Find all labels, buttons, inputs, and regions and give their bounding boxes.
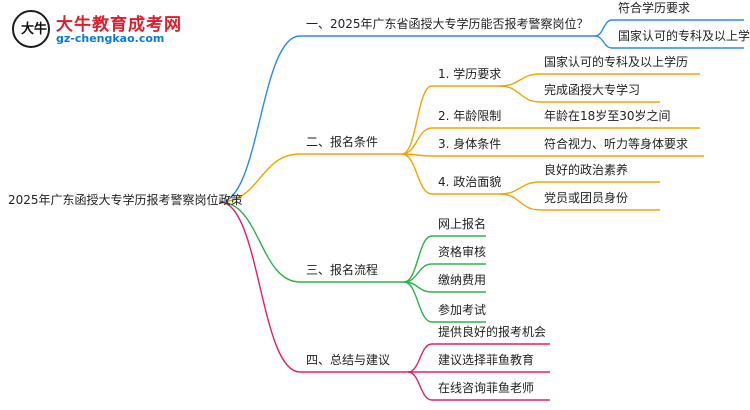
child-node-2-3[interactable]: 3. 身体条件 <box>438 137 502 151</box>
branch-node-3[interactable]: 三、报名流程 <box>306 263 379 277</box>
connector-branch-3-child-4 <box>403 281 433 323</box>
connector-branch-1-child-1 <box>594 19 613 37</box>
logo-title: 大牛教育成考网 <box>56 15 182 35</box>
child-node-4-1[interactable]: 提供良好的报考机会 <box>438 325 547 339</box>
grandchild-node-4-2[interactable]: 党员或团员身份 <box>544 191 629 205</box>
grandchild-node-4-1[interactable]: 良好的政治素养 <box>544 163 629 177</box>
branch-node-1[interactable]: 一、2025年广东省函授大专学历能否报考警察岗位？ <box>306 17 589 31</box>
child-node-3-3[interactable]: 缴纳费用 <box>438 273 487 287</box>
grandchild-node-3-1[interactable]: 符合视力、听力等身体要求 <box>544 137 689 151</box>
grandchild-node-1-1[interactable]: 国家认可的专科及以上学历 <box>544 55 689 69</box>
site-logo[interactable]: 大牛 大牛教育成考网 gz-chengkao.com <box>12 8 212 52</box>
child-node-1-2[interactable]: 国家认可的专科及以上学历 <box>618 29 750 43</box>
logo-badge-text: 大牛 <box>21 22 48 37</box>
child-node-4-3[interactable]: 在线咨询菲鱼老师 <box>438 381 535 395</box>
connector-grandchild-4-1 <box>499 181 541 195</box>
grandchild-node-2-1[interactable]: 年龄在18岁至30岁之间 <box>544 109 671 123</box>
connector-grandchild-1-2 <box>499 85 541 103</box>
branch-node-4[interactable]: 四、总结与建议 <box>306 353 391 367</box>
connector-branch-4-child-1 <box>407 343 433 373</box>
grandchild-node-1-2[interactable]: 完成函授大专学习 <box>544 83 641 97</box>
connector-branch-2-child-1 <box>401 85 433 155</box>
connector-branch-3-child-2 <box>403 263 433 283</box>
child-node-3-1[interactable]: 网上报名 <box>438 217 487 231</box>
child-node-4-2[interactable]: 建议选择菲鱼教育 <box>438 353 535 367</box>
child-node-2-1[interactable]: 1. 学历要求 <box>438 67 502 81</box>
connector-grandchild-1-1 <box>499 73 541 87</box>
mindmap-root-node[interactable]: 2025年广东函授大专学历报考警察岗位政策 <box>8 193 243 207</box>
connector-branch-1-child-2 <box>594 35 613 49</box>
connector-root-branch-2 <box>219 153 301 203</box>
connector-branch-4-child-3 <box>407 371 433 401</box>
connector-root-branch-4 <box>219 201 301 373</box>
logo-badge-icon: 大牛 <box>12 10 50 48</box>
branch-node-2[interactable]: 二、报名条件 <box>306 135 379 149</box>
connector-root-branch-3 <box>219 201 301 283</box>
child-node-1-1[interactable]: 符合学历要求 <box>618 1 691 15</box>
child-node-3-4[interactable]: 参加考试 <box>438 303 487 317</box>
child-node-3-2[interactable]: 资格审核 <box>438 245 487 259</box>
connector-branch-2-child-4 <box>401 153 433 195</box>
connector-grandchild-4-2 <box>499 193 541 211</box>
connector-branch-2-child-2 <box>401 127 433 155</box>
child-node-2-4[interactable]: 4. 政治面貌 <box>438 175 502 189</box>
connector-root-branch-1 <box>219 35 301 203</box>
connector-branch-3-child-1 <box>403 235 433 283</box>
child-node-2-2[interactable]: 2. 年龄限制 <box>438 109 502 123</box>
logo-url: gz-chengkao.com <box>56 32 165 45</box>
